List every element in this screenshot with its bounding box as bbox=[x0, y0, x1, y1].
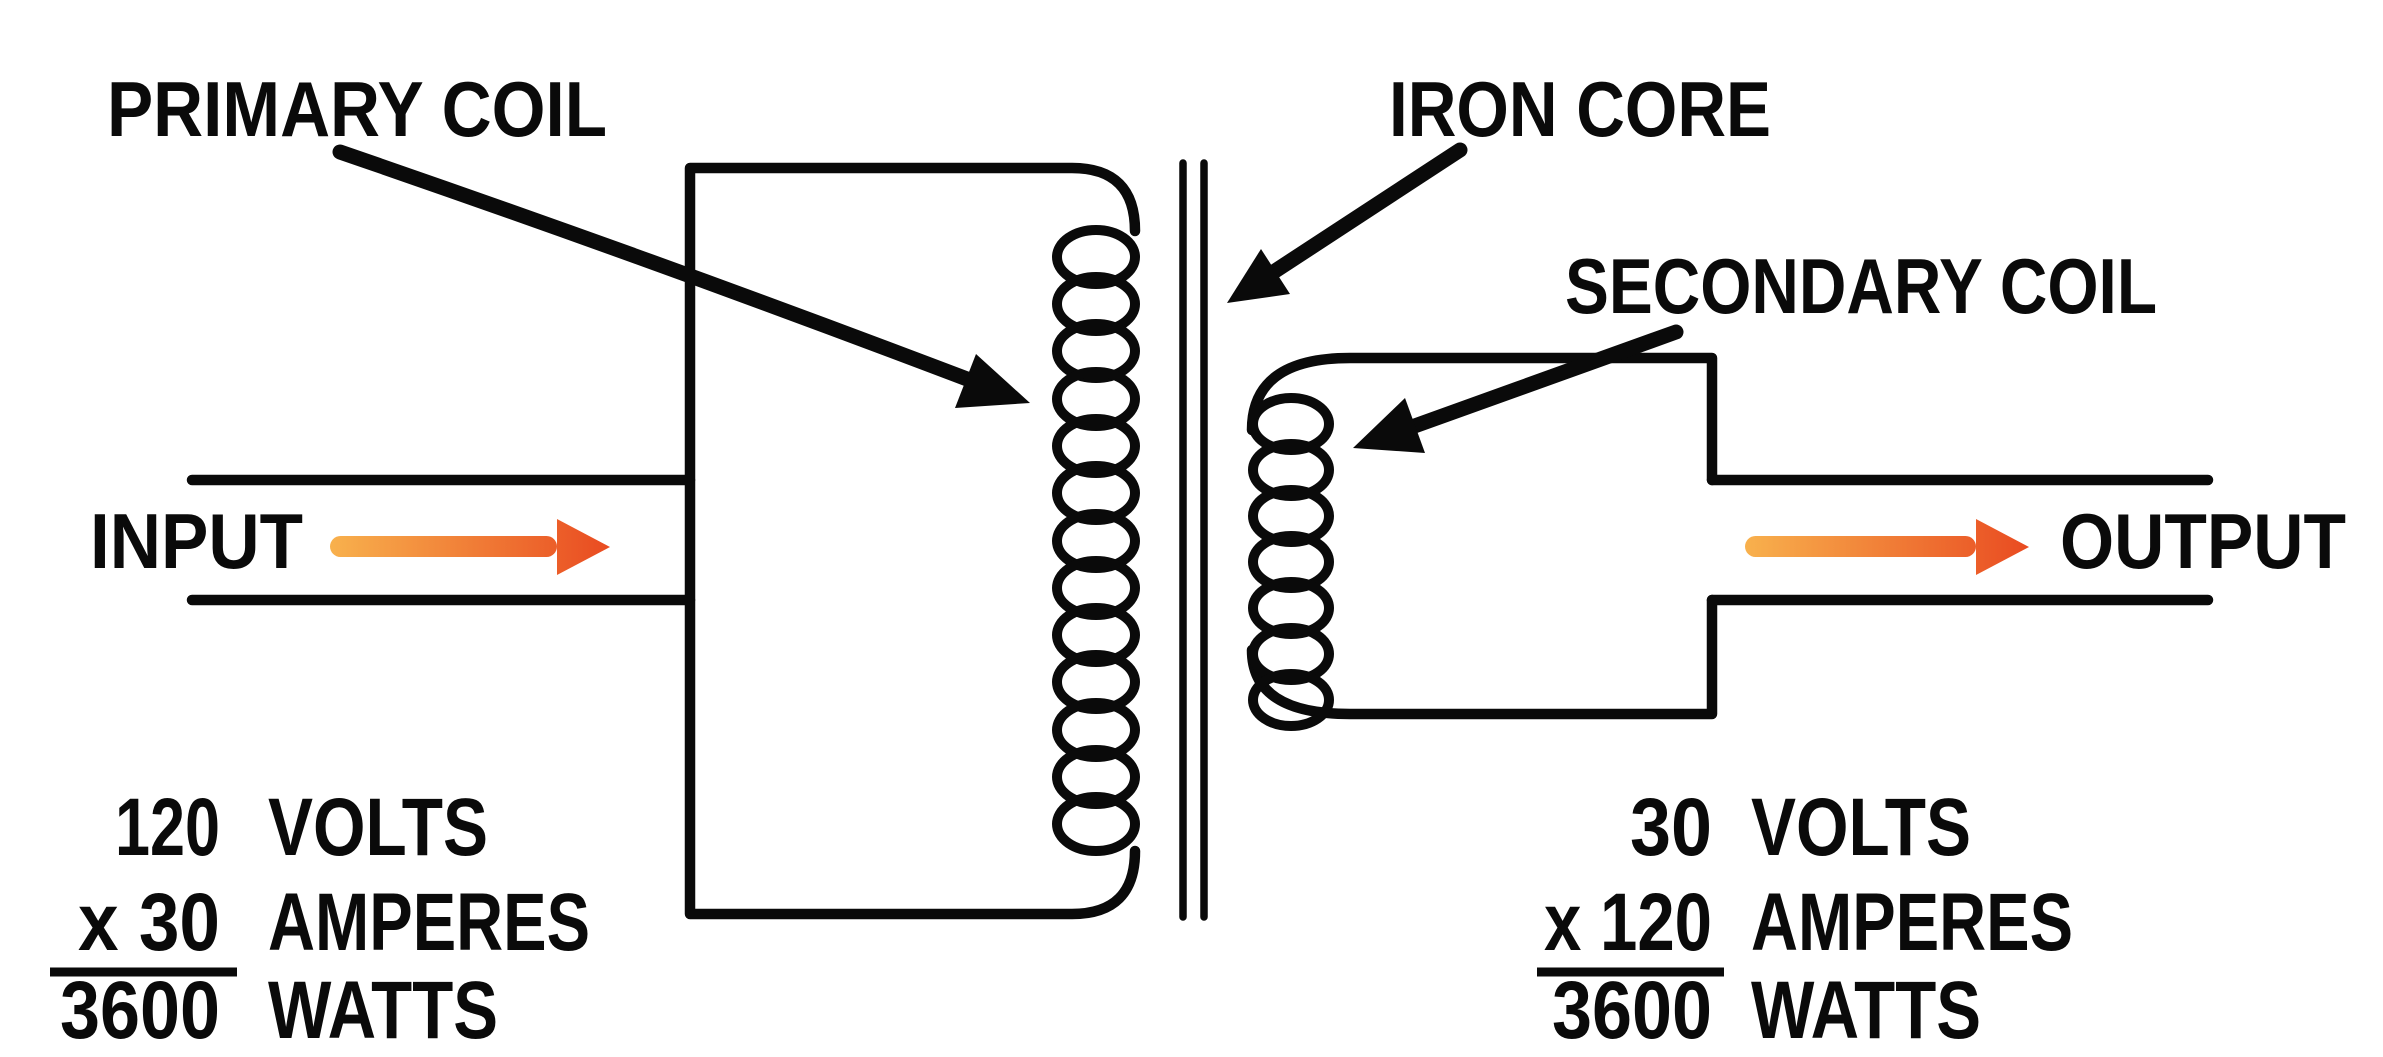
output-current-value: x 120 bbox=[1544, 877, 1712, 968]
input-power-value: 3600 bbox=[60, 965, 220, 1056]
input-voltage-unit: VOLTS bbox=[268, 782, 488, 873]
input-current-unit: AMPERES bbox=[268, 877, 590, 968]
input-label: INPUT bbox=[90, 497, 303, 585]
input-power-unit: WATTS bbox=[268, 965, 498, 1056]
output-power-unit: WATTS bbox=[1751, 965, 1981, 1056]
secondary-coil-callout-arrow bbox=[1353, 324, 1684, 453]
input-voltage-value: 120 bbox=[115, 782, 220, 873]
primary-circuit-outline bbox=[684, 162, 1141, 920]
input-current-value: x 30 bbox=[78, 877, 220, 968]
output-flow-arrow bbox=[1745, 519, 2029, 575]
output-power-value: 3600 bbox=[1552, 965, 1712, 1056]
output-wires bbox=[1706, 474, 2214, 606]
iron-core-callout-arrow bbox=[1227, 142, 1468, 303]
output-current-unit: AMPERES bbox=[1751, 877, 2073, 968]
input-flow-arrow bbox=[330, 519, 610, 575]
secondary-coil-label: SECONDARY COIL bbox=[1565, 242, 2157, 330]
output-label: OUTPUT bbox=[2060, 497, 2346, 585]
input-calculation: 120 VOLTS x 30 AMPERES 3600 WATTS bbox=[50, 782, 590, 1056]
output-calculation: 30 VOLTS x 120 AMPERES 3600 WATTS bbox=[1537, 782, 2073, 1056]
iron-core-label: IRON CORE bbox=[1389, 65, 1771, 153]
primary-coil-callout-arrow bbox=[332, 144, 1030, 408]
output-voltage-unit: VOLTS bbox=[1751, 782, 1971, 873]
secondary-coil-winding bbox=[1248, 393, 1334, 731]
output-voltage-value: 30 bbox=[1630, 782, 1712, 873]
iron-core-lines bbox=[1179, 159, 1208, 921]
input-wires bbox=[186, 474, 696, 606]
primary-coil-label: PRIMARY COIL bbox=[107, 65, 607, 153]
primary-coil-winding bbox=[1052, 225, 1140, 856]
